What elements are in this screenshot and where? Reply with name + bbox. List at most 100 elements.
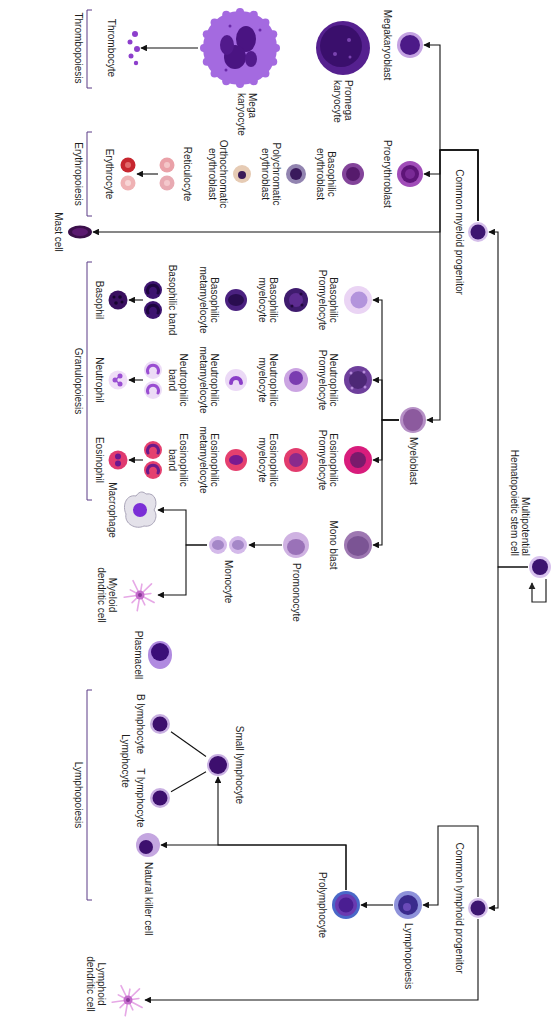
cell-picture bbox=[229, 536, 247, 554]
cell-picture bbox=[118, 374, 123, 379]
cell-picture bbox=[144, 301, 162, 319]
cell-picture bbox=[133, 503, 147, 517]
cell-illustration bbox=[143, 279, 163, 321]
cell-illustration bbox=[283, 367, 309, 393]
cell-picture bbox=[220, 35, 234, 55]
cell-label: Neutrophilic Promyelocyte bbox=[317, 342, 339, 418]
cell-label: Monocyte bbox=[223, 560, 234, 620]
cell-illustration bbox=[158, 155, 176, 193]
cell-illustration bbox=[393, 890, 423, 920]
cell-picture bbox=[290, 168, 302, 180]
cell-node: Reticulocyte bbox=[158, 155, 176, 193]
bracket bbox=[87, 690, 92, 900]
cell-illustration bbox=[232, 164, 252, 184]
cell-label: Promonocyte bbox=[291, 563, 302, 633]
cell-node: Multipotential Hematopoietic stem cell bbox=[528, 555, 552, 579]
cell-picture bbox=[349, 371, 367, 389]
cell-picture bbox=[124, 492, 155, 527]
connector bbox=[424, 45, 478, 221]
cell-picture bbox=[148, 285, 159, 293]
cell-node: Erythrocyte bbox=[119, 155, 137, 193]
cell-picture bbox=[225, 289, 247, 311]
cell-picture bbox=[342, 163, 364, 185]
cell-label: Eosinophilic band bbox=[167, 422, 189, 498]
cell-picture bbox=[238, 171, 246, 179]
cell-picture bbox=[148, 305, 159, 313]
cell-picture bbox=[245, 51, 257, 67]
cell-illustration bbox=[135, 832, 161, 858]
cell-node: Eosinophilic metamyelocyte bbox=[224, 448, 248, 472]
cell-label: T lymphocyte bbox=[135, 763, 146, 833]
cell-node: Neutrophilic myelocyte bbox=[283, 367, 309, 393]
cell-picture bbox=[148, 465, 159, 473]
cell-node: Prolymphocyte bbox=[331, 890, 361, 920]
connector bbox=[171, 772, 206, 792]
connector bbox=[129, 379, 143, 380]
cell-node: T lymphocyte bbox=[149, 787, 171, 809]
cell-picture bbox=[128, 40, 133, 45]
cell-picture bbox=[344, 286, 372, 314]
cell-label: Prolymphocyte bbox=[317, 865, 328, 945]
cell-label: Neutrophilic myelocyte bbox=[257, 342, 279, 418]
cell-picture bbox=[398, 895, 418, 915]
cell-picture bbox=[405, 169, 415, 179]
cell-node: Basophilic metamyelocyte bbox=[224, 288, 248, 312]
cell-picture bbox=[339, 898, 354, 913]
cell-node: Eosinophilic myelocyte bbox=[283, 447, 309, 473]
cell-label: Neutrophilic metamyelocyte bbox=[198, 342, 220, 418]
cell-label: Neutrophilic band bbox=[167, 342, 189, 418]
group-label: Thrombopoiesis bbox=[73, 8, 84, 88]
cell-picture bbox=[207, 754, 229, 776]
cell-picture bbox=[150, 788, 170, 808]
cell-label: Myeloid dendritic cell bbox=[96, 560, 118, 630]
connector bbox=[361, 904, 393, 905]
cell-picture bbox=[124, 996, 133, 1005]
cell-node: Natural killer cell bbox=[135, 832, 161, 858]
cell-node: Mono blast bbox=[343, 530, 373, 560]
cell-picture bbox=[332, 891, 360, 919]
cell-picture bbox=[113, 296, 116, 299]
cell-picture bbox=[346, 167, 360, 181]
cell-illustration bbox=[206, 753, 230, 777]
group-label: Granulopoiesis bbox=[73, 331, 84, 431]
cell-illustration bbox=[198, 6, 282, 90]
cell-picture bbox=[286, 164, 306, 184]
cell-illustration bbox=[224, 368, 248, 392]
connector bbox=[171, 732, 206, 757]
connector bbox=[423, 826, 478, 905]
cell-node: Macrophage bbox=[122, 490, 158, 530]
cell-label: Small lymphocyte bbox=[234, 715, 245, 815]
cell-illustration bbox=[149, 713, 171, 735]
cell-illustration bbox=[343, 445, 373, 475]
cell-illustration bbox=[125, 28, 141, 68]
group-label: Lymphopoiesis bbox=[73, 745, 84, 845]
cell-picture bbox=[344, 366, 372, 394]
cell-picture bbox=[284, 368, 308, 392]
cell-picture bbox=[468, 222, 488, 242]
cell-node: Monocyte bbox=[207, 534, 249, 556]
cell-node: Mega karyocyte bbox=[198, 6, 282, 90]
cell-illustration bbox=[341, 162, 365, 186]
cell-node: Lymphopoiesis bbox=[393, 890, 423, 920]
cell-node: Basophilic myelocyte bbox=[283, 287, 309, 313]
cell-label: Polychromatic erythroblast bbox=[260, 134, 282, 214]
cell-node: Myeloid dendritic cell bbox=[122, 577, 158, 613]
cell-picture bbox=[300, 293, 303, 296]
cell-picture bbox=[126, 998, 130, 1002]
cell-picture bbox=[289, 371, 303, 385]
cell-picture bbox=[134, 61, 138, 65]
cell-label: Basophilic Promyelocyte bbox=[317, 262, 339, 338]
cell-label: Mast cell bbox=[53, 197, 64, 267]
cell-illustration bbox=[122, 577, 158, 613]
cell-node: Eosinophilic band bbox=[143, 439, 163, 481]
cell-picture bbox=[148, 365, 159, 373]
cell-node: Lymphoid dendritic cell bbox=[111, 983, 145, 1017]
cell-label: B lymphocyte bbox=[135, 689, 146, 759]
cell-picture bbox=[232, 540, 244, 550]
cell-label: Thrombocyte bbox=[106, 8, 117, 88]
connector bbox=[373, 420, 399, 545]
cell-picture bbox=[287, 539, 305, 555]
cell-picture bbox=[160, 176, 175, 191]
cell-illustration bbox=[343, 285, 373, 315]
